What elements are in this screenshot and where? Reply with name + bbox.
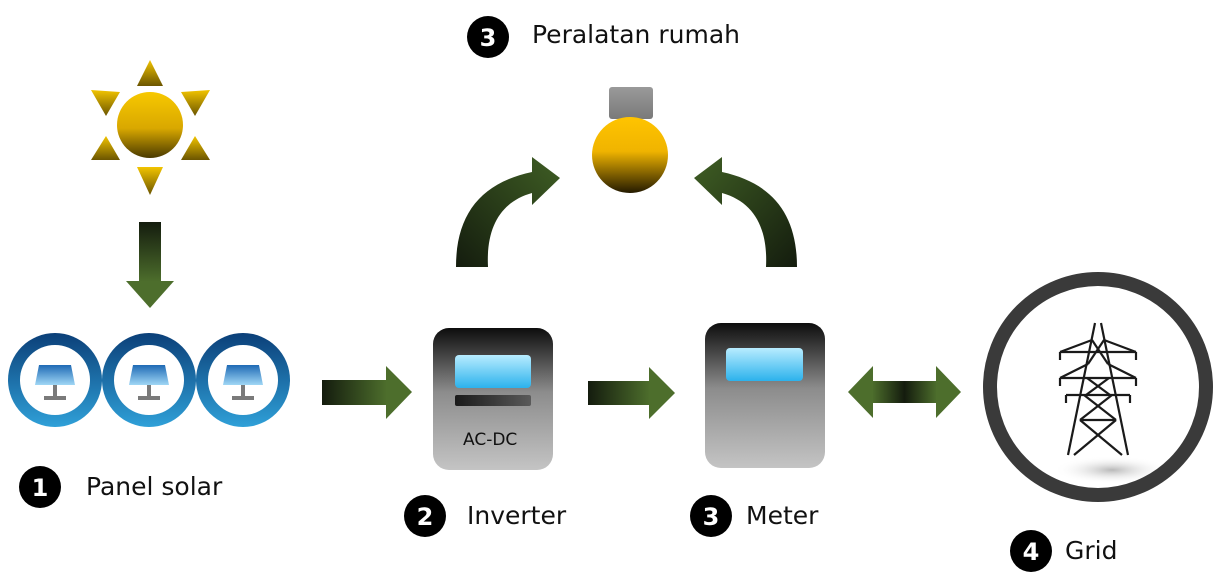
step-badge-3-meter: 3 <box>690 495 732 537</box>
grid-icon <box>983 272 1213 502</box>
meter-label: Meter <box>746 501 819 530</box>
appliance-label: Peralatan rumah <box>532 20 740 49</box>
transmission-tower-icon <box>1058 322 1138 456</box>
light-bulb-icon <box>592 87 668 193</box>
solar-panel-label: Panel solar <box>86 472 223 501</box>
step-badge-3-appliance: 3 <box>467 16 509 58</box>
solar-panel-icon <box>8 333 290 427</box>
sun-to-panel-arrow <box>126 222 174 308</box>
sun-icon <box>91 60 210 195</box>
inverter-icon <box>433 328 553 470</box>
inverter-to-appliance-arrow <box>456 157 560 267</box>
svg-text:4: 4 <box>1023 538 1040 566</box>
svg-text:1: 1 <box>32 474 49 502</box>
step-badge-4: 4 <box>1010 530 1052 572</box>
svg-text:3: 3 <box>480 24 497 52</box>
inverter-to-meter-arrow <box>588 367 675 419</box>
svg-text:3: 3 <box>703 503 720 531</box>
svg-text:2: 2 <box>417 503 434 531</box>
grid-label: Grid <box>1065 536 1118 565</box>
inverter-label: Inverter <box>467 501 567 530</box>
step-badge-2: 2 <box>404 495 446 537</box>
meter-icon <box>705 323 825 468</box>
step-badge-1: 1 <box>19 466 61 508</box>
panel-to-inverter-arrow <box>322 366 412 419</box>
meter-grid-bidirectional-arrow <box>848 366 961 418</box>
meter-to-appliance-arrow <box>694 157 797 267</box>
inverter-device-text: AC-DC <box>463 430 518 450</box>
